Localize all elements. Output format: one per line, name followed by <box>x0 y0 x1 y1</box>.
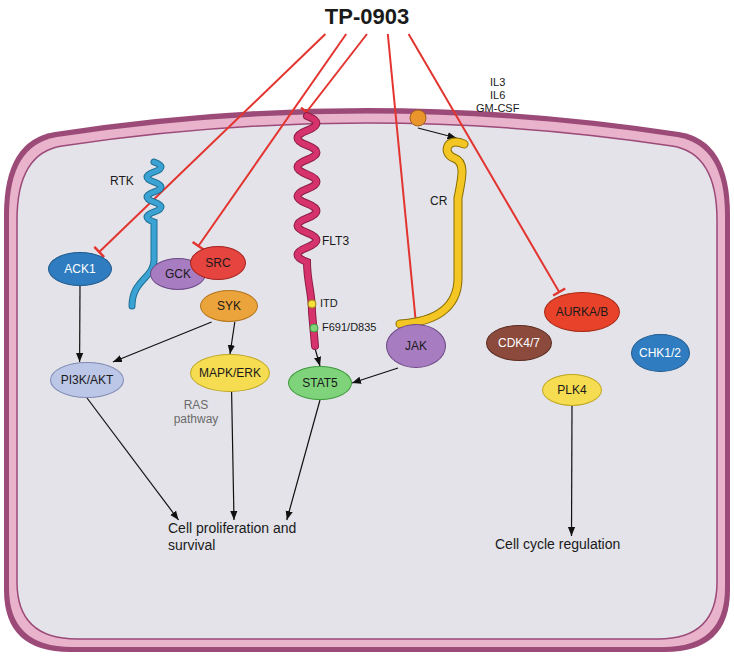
drug-name: TP-0903 <box>315 4 419 34</box>
node-label: SRC <box>205 256 230 270</box>
pathway-blob: STAT5 <box>288 366 352 400</box>
node-label: RTK <box>110 174 134 188</box>
receptor-drawing <box>282 112 352 348</box>
kinase-blob: ACK1 <box>48 252 112 286</box>
receptor-flt3: FLT3 <box>282 112 352 348</box>
node-label: STAT5 <box>302 376 338 390</box>
node-label: FLT3 <box>322 234 349 248</box>
mutation-label: F691/D835 <box>322 321 384 334</box>
receptor-drawing <box>392 138 478 338</box>
mutation-dot <box>308 300 316 308</box>
activation-arrow <box>79 286 81 362</box>
node-label: TP-0903 <box>315 4 419 30</box>
activation-arrow <box>113 322 212 362</box>
receptor-body <box>298 116 317 346</box>
activation-arrow <box>352 368 398 383</box>
activation-arrow <box>230 322 235 354</box>
cell-membrane-outer <box>4 108 730 652</box>
node-label: PLK4 <box>557 383 586 397</box>
cytokine-receptor: CR <box>392 138 478 338</box>
node-label: Cell proliferation and survival <box>168 520 300 554</box>
pathway-blob: MAPK/ERK <box>190 354 270 392</box>
node-label: CDK4/7 <box>498 336 540 350</box>
cytoplasm <box>17 123 717 639</box>
inhibition-line <box>409 34 560 292</box>
cytokine-ligand: IL3IL6GM-CSF <box>410 76 510 128</box>
kinase-blob: PLK4 <box>542 374 602 406</box>
node-label: SYK <box>217 299 241 313</box>
activation-arrow <box>418 128 457 138</box>
inhibition-line <box>388 34 416 324</box>
node-label: CR <box>430 194 447 208</box>
activation-arrow <box>87 398 179 520</box>
kinase-blob: SYK <box>200 290 258 322</box>
kinase-blob: CDK4/7 <box>486 325 552 361</box>
activation-arrow <box>287 400 320 520</box>
mutation-dot <box>310 324 318 332</box>
node-label: Cell cycle regulation <box>495 536 665 553</box>
node-label: ACK1 <box>64 262 95 276</box>
receptor-body <box>400 142 464 324</box>
activation-arrow <box>571 406 573 536</box>
node-label: GM-CSF <box>476 102 519 115</box>
cell-membrane-band <box>9 114 725 648</box>
outcome-text: Cell proliferation and survival <box>168 520 300 560</box>
node-label: CHK1/2 <box>639 346 681 360</box>
mutation-label: ITD <box>320 297 360 310</box>
inhibition-line <box>198 34 346 246</box>
activation-arrow <box>315 348 320 366</box>
node-label: AURKA/B <box>556 305 609 319</box>
receptor-outline <box>400 142 464 324</box>
node-label: JAK <box>405 339 427 353</box>
outcome-text: Cell cycle regulation <box>495 536 665 558</box>
kinase-blob: AURKA/B <box>544 292 620 332</box>
pathway-blob: PI3K/AKT <box>50 362 124 398</box>
inhibition-line <box>307 34 368 112</box>
ligand-ball <box>410 110 426 126</box>
receptor-outline <box>298 116 317 346</box>
node-label: MAPK/ERK <box>199 366 261 380</box>
node-label: IL6 <box>476 89 519 102</box>
node-label: IL3 <box>476 76 519 89</box>
node-label: PI3K/AKT <box>61 373 114 387</box>
node-label: GCK <box>165 267 191 281</box>
kinase-blob: SRC <box>190 246 246 280</box>
pathway-note: RAS pathway <box>168 398 224 427</box>
kinase-blob: CHK1/2 <box>631 334 690 372</box>
kinase-blob: JAK <box>386 324 446 368</box>
inhibition-line <box>99 34 325 252</box>
activation-arrow <box>232 392 234 520</box>
